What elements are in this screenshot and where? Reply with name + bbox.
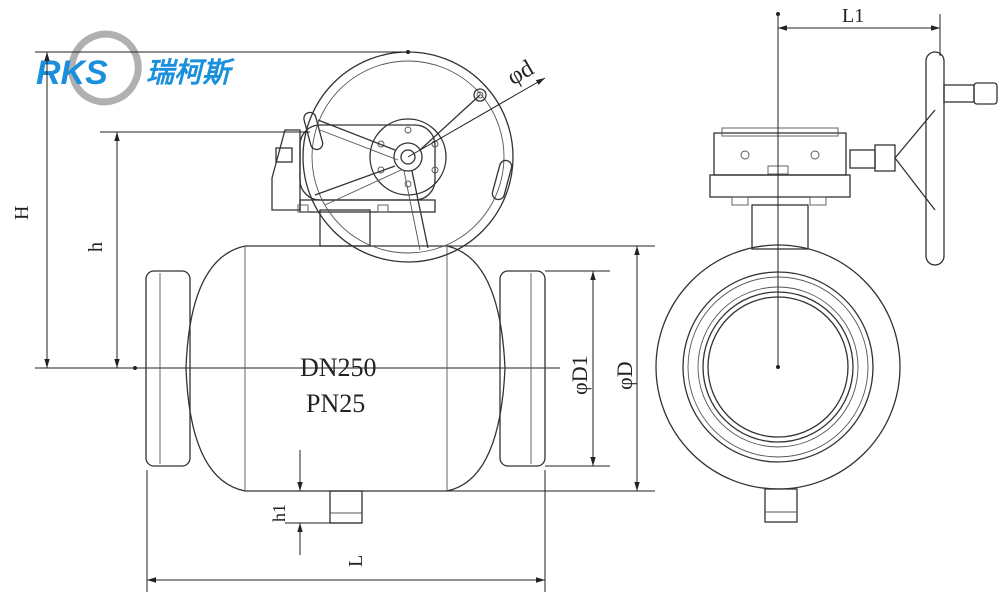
gearbox-left bbox=[271, 129, 301, 211]
dimensions-front: H h φd L h1 φD1 φD bbox=[11, 50, 655, 592]
front-view: DN250 PN25 bbox=[35, 51, 560, 524]
side-view: L1 bbox=[655, 5, 998, 523]
dn-marking: DN250 bbox=[300, 353, 377, 382]
dim-phi-d bbox=[407, 77, 546, 158]
label-phi-D1: φD1 bbox=[567, 355, 592, 395]
label-L: L bbox=[345, 555, 367, 567]
gearbox bbox=[713, 132, 847, 176]
rks-logo: RKS 瑞柯斯 bbox=[36, 30, 236, 106]
pn-marking: PN25 bbox=[306, 389, 365, 418]
label-phi-D: φD bbox=[612, 361, 637, 390]
label-h1: h1 bbox=[269, 504, 289, 522]
svg-text:瑞柯斯: 瑞柯斯 bbox=[146, 57, 236, 88]
gearbox bbox=[299, 124, 436, 201]
handle-nut bbox=[275, 147, 293, 163]
crank-handle bbox=[943, 84, 975, 103]
left-pipe-end bbox=[145, 270, 191, 467]
label-h: h bbox=[85, 242, 107, 252]
label-L1: L1 bbox=[842, 5, 864, 27]
handwheel-side bbox=[925, 51, 945, 266]
drain-plug bbox=[329, 490, 363, 524]
right-pipe-end bbox=[499, 270, 546, 467]
stem-neck bbox=[751, 204, 809, 250]
drain-plug bbox=[764, 488, 798, 523]
wheel-spokes bbox=[314, 94, 481, 249]
label-H: H bbox=[11, 206, 33, 220]
label-phi-d: φd bbox=[503, 55, 538, 90]
stem-neck bbox=[319, 209, 371, 247]
